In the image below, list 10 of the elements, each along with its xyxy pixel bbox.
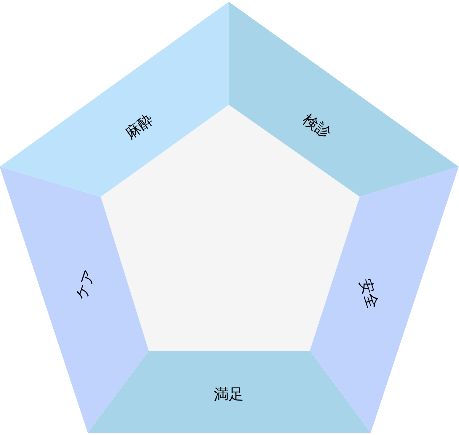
segment-label: 麻酔	[123, 112, 157, 142]
pentagon-segment	[310, 167, 459, 433]
segment-label: 安全	[357, 277, 381, 311]
pentagon-segment	[0, 2, 229, 197]
segment-label: 満足	[214, 388, 244, 402]
segment-label: 検診	[300, 112, 334, 142]
segment-label: ケア	[74, 268, 98, 302]
pentagon-segment	[0, 167, 149, 433]
pentagon-segment	[229, 2, 459, 197]
pentagon-segment	[88, 351, 371, 433]
